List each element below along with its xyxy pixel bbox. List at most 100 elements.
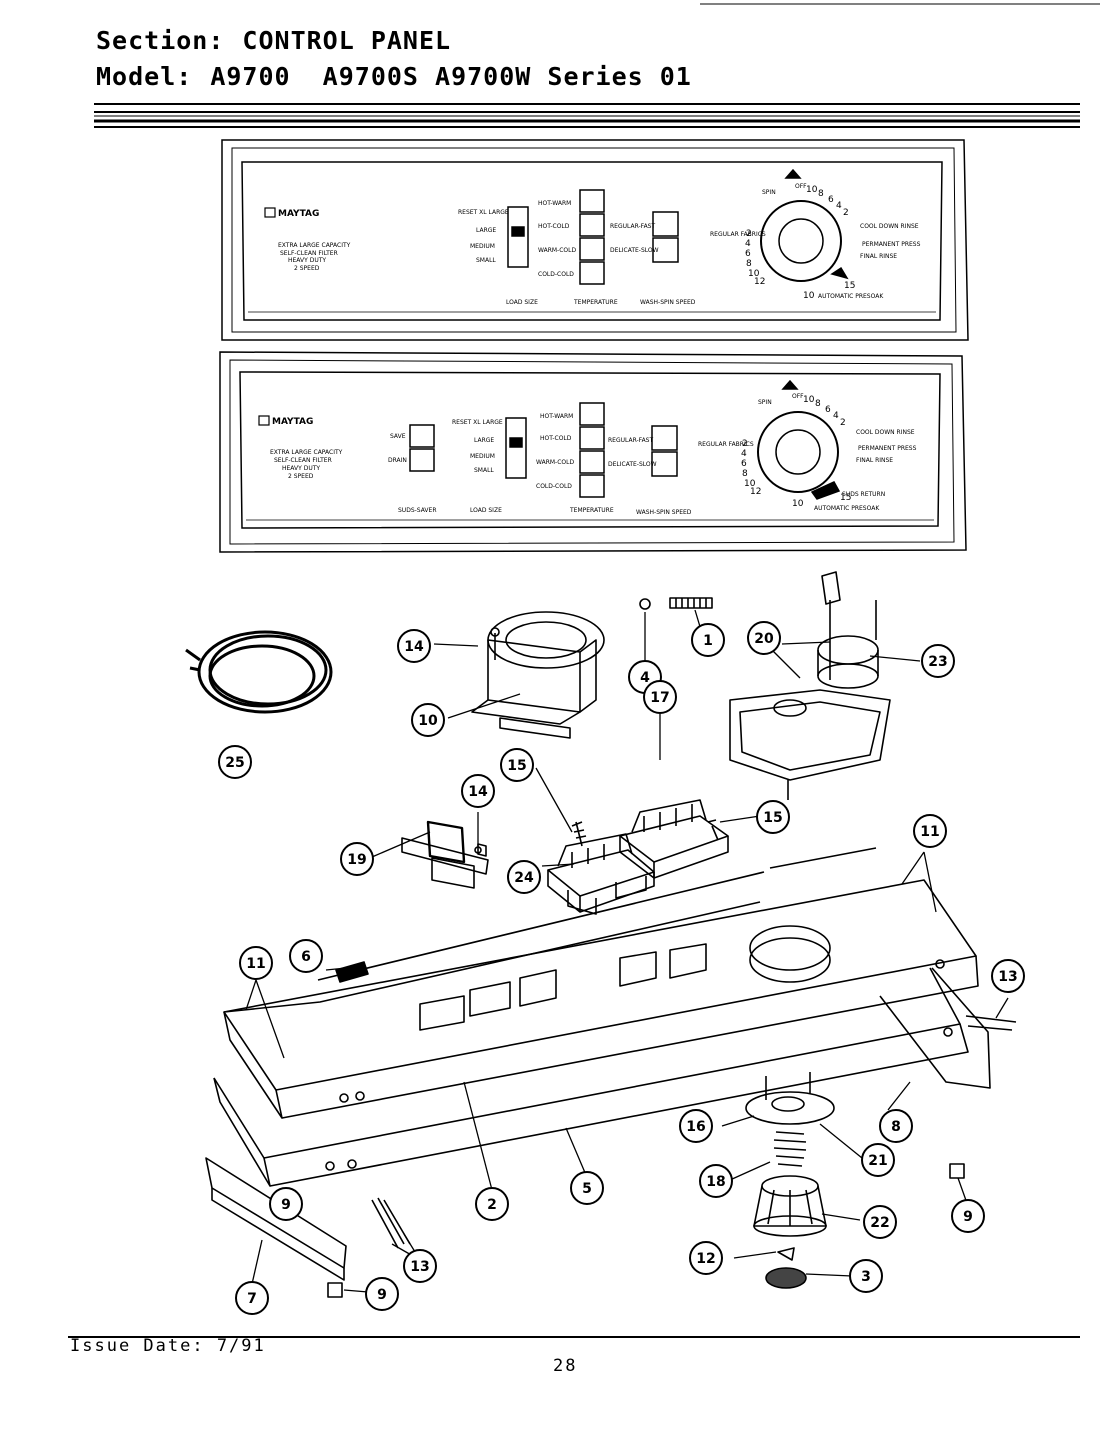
control-panel-bottom [219, 351, 967, 553]
callout-number: 1 [703, 633, 713, 649]
panel2-temp-opt2: HOT-COLD [540, 435, 572, 442]
callout-number: 21 [868, 1153, 887, 1169]
callout-2: 2 [475, 1187, 509, 1221]
callout-14: 14 [461, 774, 495, 808]
panel2-cap-line1: EXTRA LARGE CAPACITY [270, 449, 343, 456]
callout-number: 6 [301, 949, 311, 965]
panel1-speed-opt1: REGULAR-FAST [610, 223, 655, 230]
callout-circle [461, 774, 495, 808]
panel2-side-opt1: SAVE [390, 433, 406, 440]
exploded-parts [185, 571, 1017, 1298]
callout-circle [340, 842, 374, 876]
callout-21: 21 [861, 1143, 895, 1177]
callout-number: 25 [225, 755, 244, 771]
panel2-temp-opt1: HOT-WARM [540, 413, 573, 420]
panel2-dial-num-b1: 10 [792, 499, 804, 509]
control-panel-frame-part [213, 847, 991, 1187]
panel1-load-opt3: MEDIUM [470, 243, 495, 250]
panel1-cap-line4: 2 SPEED [294, 265, 320, 272]
spring-part [669, 597, 713, 609]
panel2-temp-opt3: WARM-COLD [536, 459, 574, 466]
panel2-dial-num-t2: 8 [815, 399, 821, 409]
callout-23: 23 [921, 644, 955, 678]
callout-circle [289, 939, 323, 973]
callout-circle [756, 800, 790, 834]
callout-number: 13 [998, 969, 1017, 985]
panel1-dial-num-l6: 12 [754, 277, 765, 287]
panel2-cap-line4: 2 SPEED [288, 473, 314, 480]
panel2-cap-line2: SELF-CLEAN FILTER [274, 457, 332, 464]
panel2-dial-permpress: PERMANENT PRESS [858, 445, 917, 452]
panel1-dial-num-l3: 6 [745, 249, 751, 259]
panel1-load-opt2: LARGE [476, 227, 496, 234]
panel1-load-opt1: RESET XL LARGE [458, 209, 509, 216]
callout-circle [235, 1281, 269, 1315]
callout-circle [747, 621, 781, 655]
panel1-dial-num-b2: 15 [844, 281, 855, 291]
callout-circle [699, 1164, 733, 1198]
callout-number: 17 [650, 690, 669, 706]
panel1-section-load: LOAD SIZE [506, 299, 538, 306]
retainer-part [639, 598, 651, 610]
panel2-load-opt1: RESET XL LARGE [452, 419, 503, 426]
screw-part-left [371, 1197, 411, 1249]
callout-number: 15 [763, 810, 782, 826]
callout-15: 15 [756, 800, 790, 834]
callout-9: 9 [269, 1187, 303, 1221]
panel1-temp-opt4: COLD-COLD [538, 271, 574, 278]
panel2-dial-spin: SPIN [758, 399, 772, 406]
clip-part-a [327, 1282, 343, 1298]
callout-circle [570, 1171, 604, 1205]
callout-number: 2 [487, 1197, 497, 1213]
callout-6: 6 [289, 939, 323, 973]
callout-circle [691, 623, 725, 657]
panel2-cap-line3: HEAVY DUTY [282, 465, 320, 472]
panel1-section-temp: TEMPERATURE [573, 299, 618, 306]
panel2-dial-num-l1: 2 [742, 439, 748, 449]
callout-circle [921, 644, 955, 678]
panel2-temp-opt4: COLD-COLD [536, 483, 572, 490]
callout-circle [269, 1187, 303, 1221]
clip-part [335, 961, 369, 983]
callout-number: 22 [870, 1215, 889, 1231]
knob-assembly-part [745, 1072, 835, 1289]
panel1-dial-num-b1: 10 [803, 291, 815, 301]
callout-circle [679, 1109, 713, 1143]
callout-11: 11 [913, 814, 947, 848]
wire-harness-part [185, 630, 333, 714]
panel2-dial-cooldown: COOL DOWN RINSE [856, 429, 915, 436]
callout-24: 24 [507, 860, 541, 894]
callout-number: 18 [706, 1174, 725, 1190]
panel2-section-load: LOAD SIZE [470, 507, 502, 514]
panel1-dial-permpress: PERMANENT PRESS [862, 241, 921, 248]
panel2-load-opt4: SMALL [474, 467, 494, 474]
callout-circle [365, 1277, 399, 1311]
screw-part-a [571, 821, 587, 847]
panel1-dial-num-l1: 2 [746, 229, 752, 239]
lid-switch-part [401, 820, 489, 889]
callout-19: 19 [340, 842, 374, 876]
callout-number: 16 [686, 1119, 705, 1135]
callout-circle [689, 1241, 723, 1275]
callout-20: 20 [747, 621, 781, 655]
callout-13: 13 [991, 959, 1025, 993]
panel1-dial-num-t1: 10 [806, 185, 818, 195]
panel2-dial-regular: REGULAR FABRICS [698, 441, 754, 448]
callout-number: 5 [582, 1181, 592, 1197]
callout-14: 14 [397, 629, 431, 663]
panel2-dial-finalrinse: FINAL RINSE [856, 457, 893, 464]
callout-number: 4 [640, 670, 650, 686]
callout-number: 3 [861, 1269, 871, 1285]
callout-7: 7 [235, 1281, 269, 1315]
callout-13: 13 [403, 1249, 437, 1283]
panel1-dial-num-t2: 8 [818, 189, 824, 199]
header-rules [94, 3, 1100, 128]
callout-circle [951, 1199, 985, 1233]
callout-17: 17 [643, 680, 677, 714]
callout-number: 15 [507, 758, 526, 774]
panel1-cap-line2: SELF-CLEAN FILTER [280, 250, 338, 257]
callout-number: 9 [377, 1287, 387, 1303]
panel1-dial-num-t3: 6 [828, 195, 834, 205]
callout-circle [849, 1259, 883, 1293]
